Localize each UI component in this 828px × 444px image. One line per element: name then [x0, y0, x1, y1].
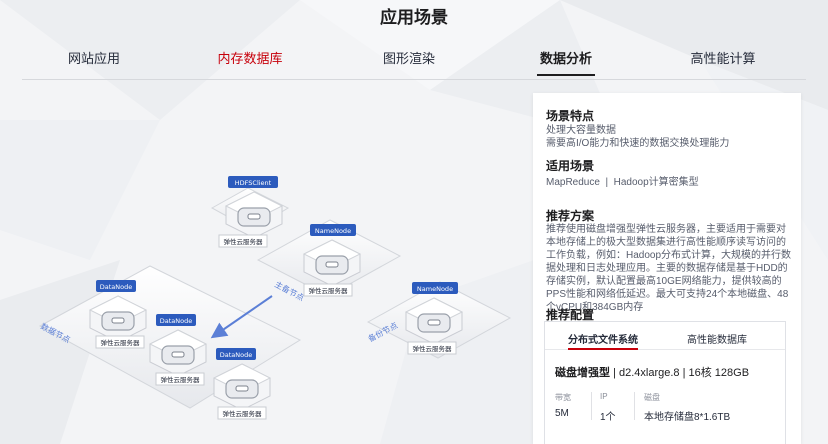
metric-divider: [591, 392, 592, 420]
node-label: 弹性云服务器: [309, 286, 349, 295]
scenarios-text: MapReduce | Hadoop计算密集型: [546, 177, 699, 188]
config-title: 推荐配置: [546, 308, 595, 322]
node-badge-text: DataNode: [100, 283, 132, 291]
spec-type: 磁盘增强型: [555, 367, 610, 379]
config-tab-indicator: [568, 348, 638, 350]
server-node-datanode-2[interactable]: DataNode 弹性云服务器: [149, 314, 207, 386]
tab-website[interactable]: 网站应用: [67, 51, 121, 66]
solution-title: 推荐方案: [546, 209, 595, 223]
node-badge: [412, 282, 458, 294]
architecture-diagram: 数据节点 主备节点 备份节点 HDFSClient 弹性云服务器 NameNod…: [38, 176, 512, 420]
spec-detail: | d2.4xlarge.8 | 16核 128GB: [613, 367, 750, 379]
node-badge: [156, 314, 196, 326]
scenario-detail-panel: 场景特点 处理大容量数据 需要高I/O能力和快速的数据交换处理能力 适用场景 M…: [533, 93, 801, 444]
solution-text: 推荐使用磁盘增强型弹性云服务器，主要适用于需要对本地存储上的极大型数据集进行高性…: [546, 224, 792, 313]
metric-divider: [634, 392, 635, 420]
spec-line: 磁盘增强型 | d2.4xlarge.8 | 16核 128GB: [555, 364, 749, 380]
metric-value-bandwidth: 5M: [555, 408, 569, 419]
node-badge: [228, 176, 278, 188]
config-tab-dfs[interactable]: 分布式文件系统: [568, 331, 638, 350]
replication-arrow: [210, 295, 273, 339]
metric-label-bandwidth: 带宽: [555, 393, 571, 402]
node-badge-text: DataNode: [220, 351, 252, 359]
node-badge-text: NameNode: [417, 285, 453, 293]
node-badge-text: DataNode: [160, 317, 192, 325]
config-tabs: 分布式文件系统 高性能数据库: [545, 322, 785, 350]
server-node-namenode-standby[interactable]: NameNode 弹性云服务器: [405, 282, 463, 355]
config-tab-hp-database[interactable]: 高性能数据库: [687, 335, 747, 346]
node-label: 弹性云服务器: [101, 338, 141, 347]
config-tab-dfs-label: 分布式文件系统: [568, 335, 638, 346]
node-label: 弹性云服务器: [224, 237, 264, 246]
tab-hpc[interactable]: 高性能计算: [690, 51, 756, 66]
server-node-hdfsclient[interactable]: HDFSClient 弹性云服务器: [218, 176, 283, 248]
tabs-divider: [22, 79, 806, 80]
node-label-box: [407, 341, 457, 355]
metric-value-ip: 1个: [600, 412, 616, 423]
node-label-box: [217, 406, 267, 420]
node-label-box: [218, 234, 268, 248]
server-node-namenode-master[interactable]: NameNode 弹性云服务器: [303, 224, 361, 297]
node-label: 弹性云服务器: [413, 344, 453, 353]
server-node-datanode-3[interactable]: DataNode 弹性云服务器: [213, 348, 271, 420]
node-label: 弹性云服务器: [161, 375, 201, 384]
scenarios-title: 适用场景: [546, 159, 595, 173]
node-badge-text: HDFSClient: [235, 179, 272, 187]
node-label-box: [155, 372, 205, 386]
metric-value-disk: 本地存储盘8*1.6TB: [644, 412, 731, 423]
features-line-2: 需要高I/O能力和快速的数据交换处理能力: [546, 138, 730, 149]
tab-graphics-rendering[interactable]: 图形渲染: [382, 51, 436, 66]
metric-label-ip: IP: [600, 392, 608, 401]
config-card: 分布式文件系统 高性能数据库 磁盘增强型 | d2.4xlarge.8 | 16…: [544, 321, 786, 444]
active-tab-indicator: [536, 74, 596, 76]
features-line-1: 处理大容量数据: [546, 125, 616, 136]
metric-label-disk: 磁盘: [644, 393, 660, 402]
node-label: 弹性云服务器: [223, 409, 263, 418]
node-badge: [310, 224, 356, 236]
node-badge: [216, 348, 256, 360]
tab-data-analysis-label: 数据分析: [539, 51, 593, 66]
node-label-box: [95, 335, 145, 349]
features-title: 场景特点: [546, 109, 595, 123]
scenario-tabs: 网站应用 内存数据库 图形渲染 数据分析 高性能计算: [0, 48, 828, 78]
tab-data-analysis[interactable]: 数据分析: [536, 48, 596, 76]
tab-memory-database[interactable]: 内存数据库: [217, 51, 283, 66]
page-title: 应用场景: [380, 8, 448, 27]
node-badge-text: NameNode: [315, 227, 351, 235]
node-badge: [96, 280, 136, 292]
server-node-datanode-1[interactable]: DataNode 弹性云服务器: [89, 280, 147, 349]
node-label-box: [303, 283, 353, 297]
